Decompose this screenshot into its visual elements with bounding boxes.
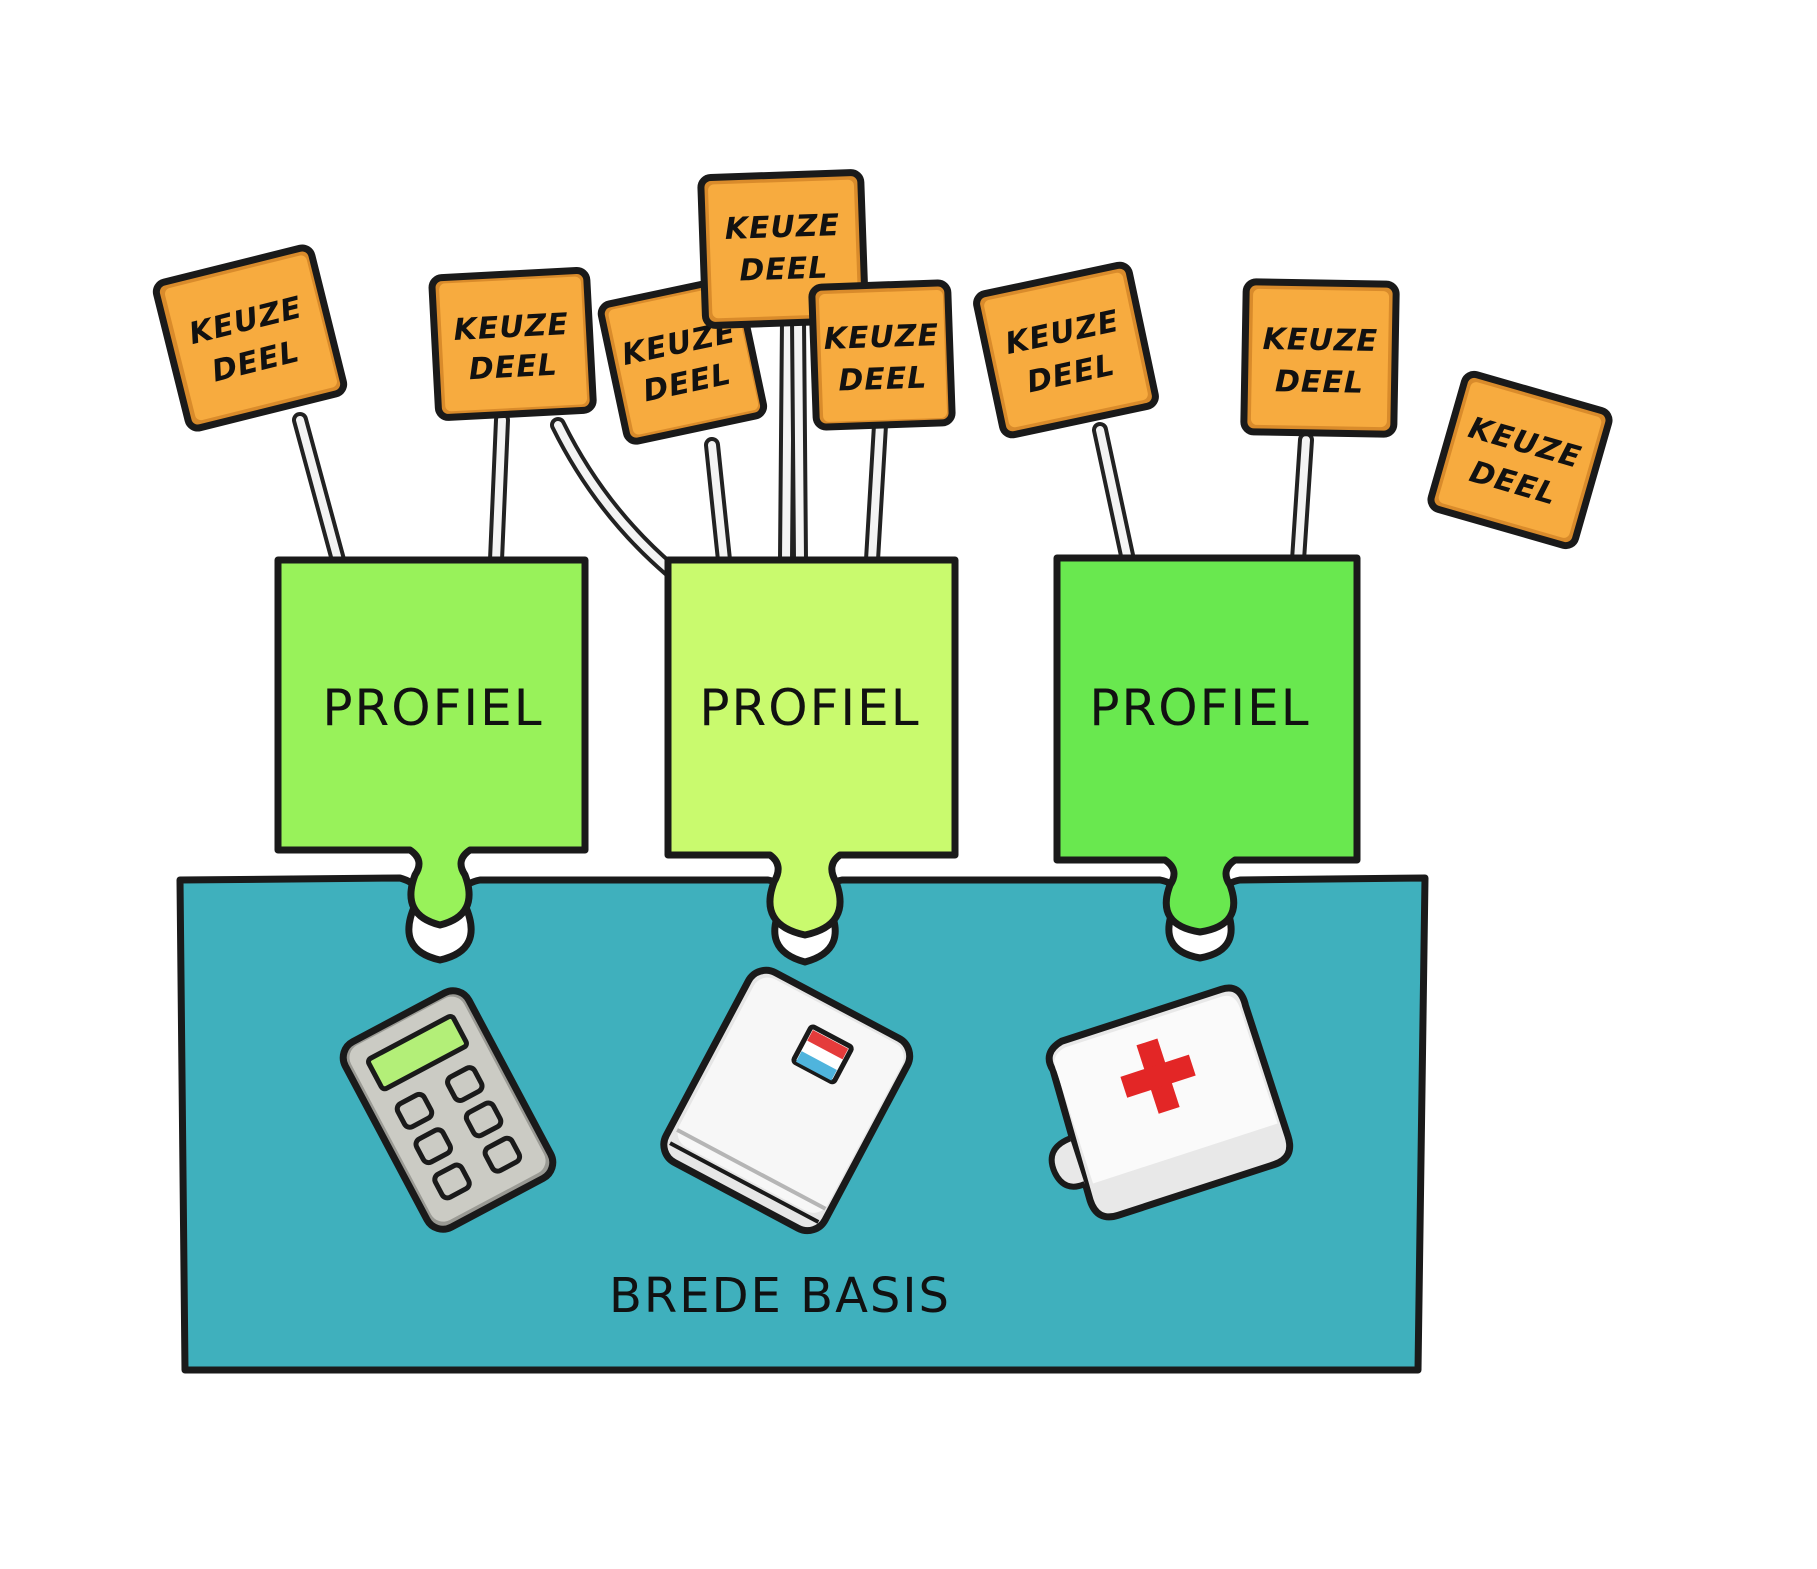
keuze-label-line2: DEEL (739, 250, 829, 288)
keuze-label-line2: DEEL (1275, 364, 1365, 401)
profiel-label-1: PROFIEL (322, 679, 543, 737)
calculator-icon (339, 987, 557, 1233)
book-icon (660, 966, 914, 1235)
keuze-deel-block-8: KEUZE DEEL (1427, 370, 1613, 550)
profiel-block-3: PROFIEL (1053, 554, 1361, 936)
keuze-label-line1: KEUZE (823, 318, 940, 357)
stem (790, 312, 808, 568)
keuze-label-line2: DEEL (838, 360, 928, 398)
keuze-deel-block-7: KEUZE DEEL (1240, 278, 1400, 438)
profiel-label-3: PROFIEL (1089, 679, 1310, 737)
stem (1290, 432, 1314, 568)
stems (292, 312, 1314, 578)
keuze-deel-block-1: KEUZE DEEL (152, 244, 348, 432)
keuze-label-line1: KEUZE (453, 307, 570, 348)
stem (550, 417, 678, 578)
stem (1092, 422, 1136, 568)
keuze-deel-block-2: KEUZE DEEL (428, 267, 597, 421)
profiel-block-1: PROFIEL (274, 556, 589, 929)
profiel-label-2: PROFIEL (699, 679, 920, 737)
keuze-deel-block-5: KEUZE DEEL (808, 279, 956, 431)
profiel-block-2: PROFIEL (664, 556, 959, 939)
keuze-label-line2: DEEL (468, 348, 559, 388)
keuze-label-line1: KEUZE (724, 208, 841, 247)
keuze-label-line1: KEUZE (1262, 322, 1378, 359)
brede-basis-label: BREDE BASIS (609, 1268, 951, 1324)
keuze-deel-block-6: KEUZE DEEL (973, 261, 1159, 439)
stem (864, 417, 888, 568)
stem (778, 312, 796, 568)
stem (488, 412, 510, 568)
stem (704, 437, 732, 568)
stem (292, 412, 346, 568)
first-aid-kit-icon (1045, 984, 1294, 1221)
